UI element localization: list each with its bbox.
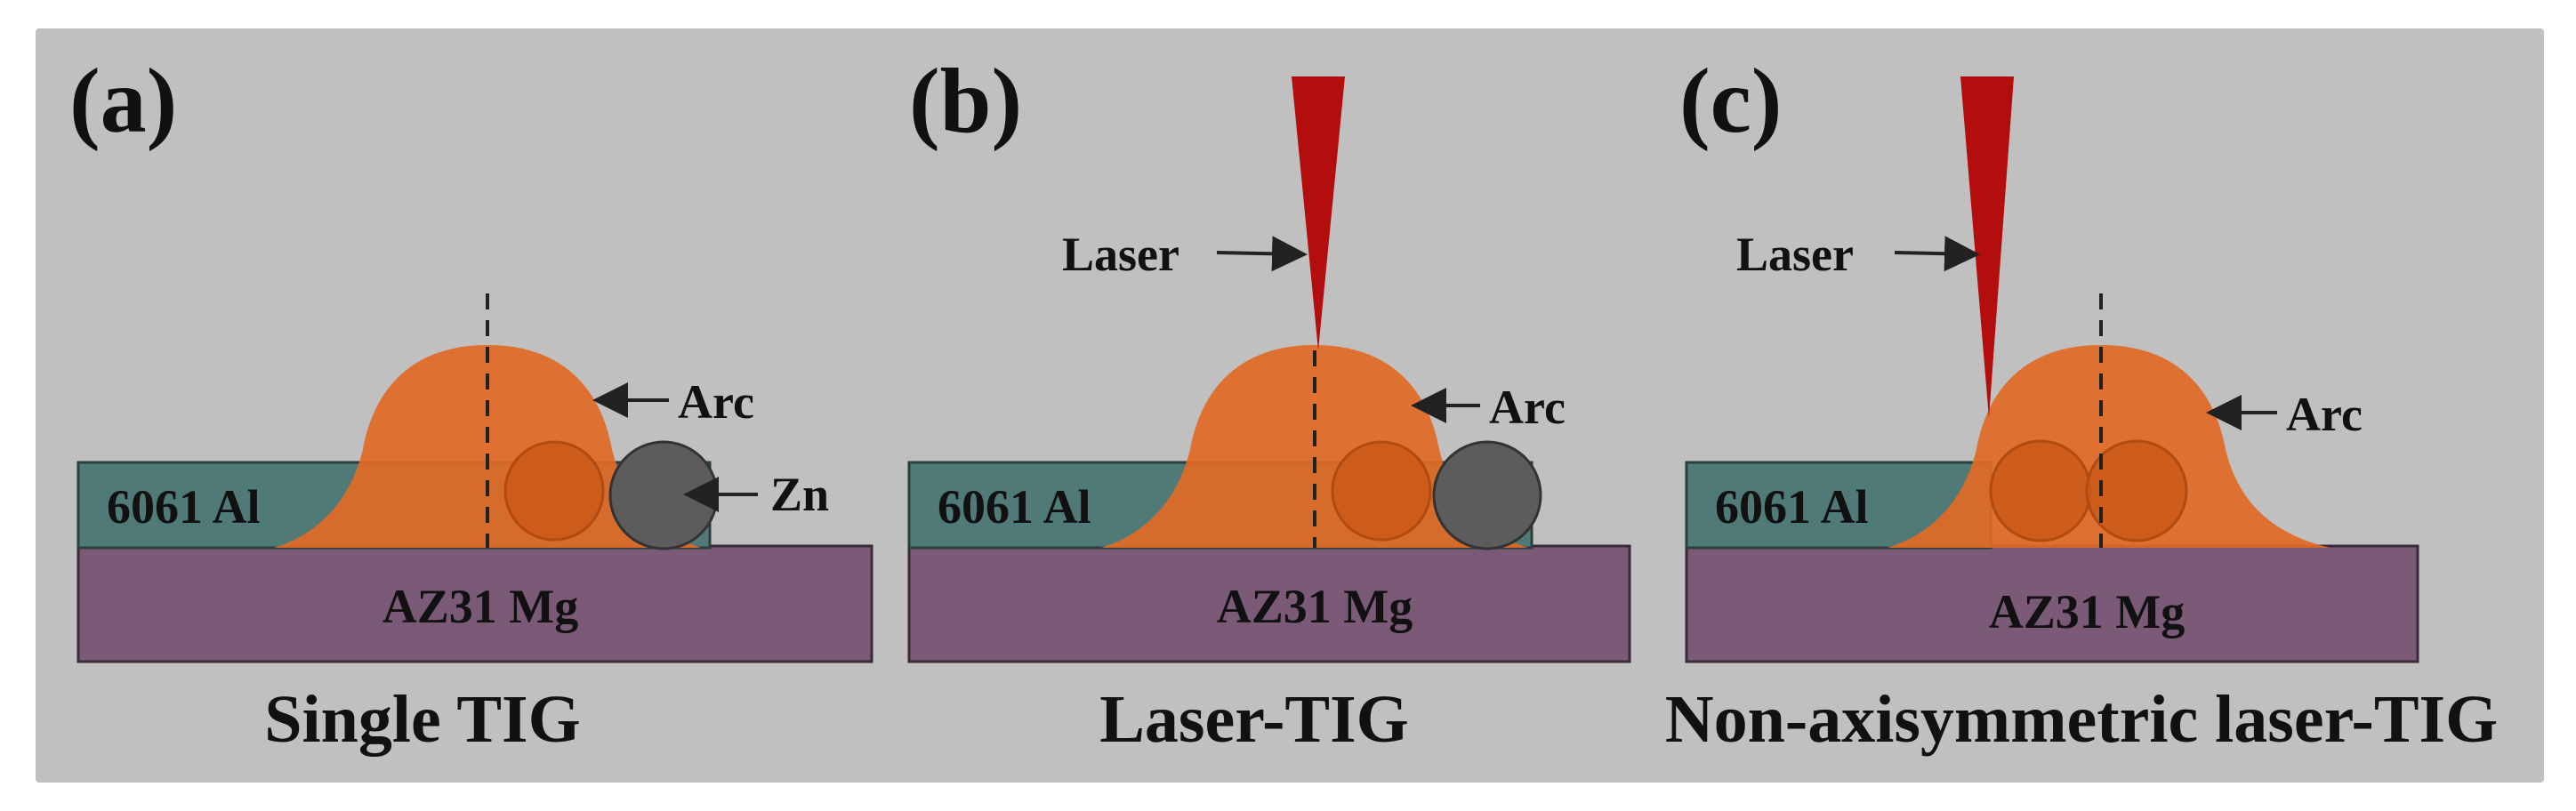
panel-c-laser-beam (1960, 76, 2014, 418)
panel-c-laser-label: Laser (1736, 228, 1854, 281)
panel-b: (b) Laser Arc 6061 Al AZ31 Mg Laser-TIG (907, 50, 1631, 757)
panel-c-al-label: 6061 Al (1715, 480, 1869, 534)
panel-c: (c) Laser Arc 6061 Al AZ31 Mg Non-axisym… (1665, 50, 2498, 757)
panel-c-arc-label: Arc (2286, 388, 2363, 441)
panel-a-label: (a) (69, 50, 177, 152)
panel-c-laser-arrow (1894, 236, 1980, 272)
panel-c-weld-pool-left (1989, 439, 2092, 542)
panel-b-mg-plate (907, 544, 1631, 663)
panel-b-mg-label: AZ31 Mg (1217, 580, 1413, 633)
panel-a-arc-label: Arc (678, 375, 754, 429)
panel-b-laser-beam (1292, 76, 1345, 350)
panel-a-mg-plate (76, 544, 873, 663)
panel-a-mg-label: AZ31 Mg (382, 580, 578, 633)
panel-b-arc-label: Arc (1489, 381, 1566, 434)
panel-b-label: (b) (909, 50, 1022, 152)
panel-b-al-label: 6061 Al (938, 480, 1091, 534)
panel-c-label: (c) (1679, 50, 1782, 152)
panel-a-zn-label: Zn (770, 468, 829, 521)
panel-a-al-label: 6061 Al (107, 480, 261, 534)
panel-a-weld-pool-left (503, 440, 605, 542)
panel-b-laser-arrow (1216, 236, 1308, 272)
panel-c-caption: Non-axisymmetric laser-TIG (1665, 682, 2498, 757)
panel-c-weld-pool-right (2085, 439, 2188, 542)
panel-b-zn-filler (1432, 440, 1542, 550)
panel-b-weld-pool (1331, 440, 1432, 542)
panel-c-mg-plate (1685, 544, 2419, 663)
panel-b-laser-label: Laser (1062, 228, 1179, 281)
panel-b-caption: Laser-TIG (1099, 682, 1409, 757)
panel-a-caption: Single TIG (264, 682, 581, 757)
panel-c-mg-label: AZ31 Mg (1989, 585, 2185, 638)
panel-a: (a) Arc Zn 6061 Al AZ31 Mg Single TIG (69, 50, 873, 757)
